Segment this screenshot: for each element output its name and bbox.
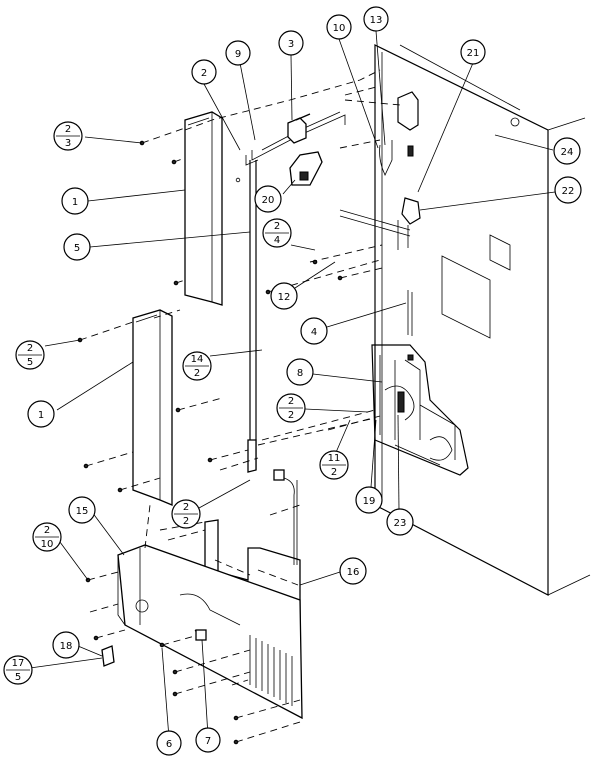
assembly-lines — [79, 69, 401, 743]
callout-14-2-top: 14 — [191, 354, 204, 365]
callout-4-label: 4 — [311, 327, 317, 338]
callout-16-label: 16 — [347, 567, 360, 578]
callout-13-label: 13 — [370, 15, 383, 26]
callout-21: 21 — [460, 39, 486, 65]
callout-2-5-bottom: 5 — [27, 357, 33, 368]
callout-6-label: 6 — [166, 739, 172, 750]
callout-8: 8 — [286, 358, 314, 386]
callout-2-10: 2 10 — [32, 522, 62, 552]
callout-8-label: 8 — [297, 368, 303, 379]
callout-2-2-upper-bottom: 2 — [288, 410, 294, 421]
callout-9: 9 — [225, 40, 251, 66]
callout-21-label: 21 — [467, 48, 480, 59]
callout-2-2-upper: 2 2 — [276, 393, 306, 423]
callout-1-lower: 1 — [27, 400, 55, 428]
callout-11-2: 11 2 — [319, 450, 349, 480]
callout-1-lower-label: 1 — [38, 410, 44, 421]
lower-side-panel — [132, 309, 173, 506]
upper-side-panel — [184, 111, 223, 306]
callout-10: 10 — [326, 14, 352, 40]
callout-22-label: 22 — [562, 186, 575, 197]
callout-2-4-top: 2 — [274, 221, 280, 232]
top-bracket-assembly — [235, 111, 346, 186]
callout-2-label: 2 — [201, 68, 207, 79]
callout-3: 3 — [278, 30, 304, 56]
leader-lines — [29, 30, 556, 739]
grille-slots — [249, 635, 293, 706]
callout-3-label: 3 — [288, 39, 294, 50]
callout-2-2-lower-bottom: 2 — [183, 516, 189, 527]
vertical-rail — [247, 160, 257, 473]
callout-1-upper: 1 — [61, 187, 89, 215]
callout-2-3: 2 3 — [53, 121, 83, 151]
callout-15: 15 — [68, 496, 96, 524]
callout-15-label: 15 — [76, 506, 89, 517]
callout-17-5-bottom: 5 — [15, 672, 21, 683]
callout-10-label: 10 — [333, 23, 346, 34]
callout-16: 16 — [339, 557, 367, 585]
compressor-compartment — [371, 344, 469, 476]
callout-17-5: 17 5 — [3, 655, 33, 685]
callout-4: 4 — [300, 317, 328, 345]
callout-12: 12 — [270, 282, 298, 310]
callout-2-2-lower-top: 2 — [183, 502, 189, 513]
callout-2-4-bottom: 4 — [274, 235, 280, 246]
callout-9-label: 9 — [235, 49, 241, 60]
callout-24: 24 — [553, 137, 581, 165]
kickplate-grille — [101, 544, 303, 720]
callout-6: 6 — [156, 730, 182, 756]
callout-13: 13 — [363, 6, 389, 32]
callout-2-3-bottom: 3 — [65, 138, 71, 149]
callout-1-upper-label: 1 — [72, 197, 78, 208]
callout-14-2-bottom: 2 — [194, 368, 200, 379]
callout-2-3-top: 2 — [65, 124, 71, 135]
callout-5-label: 5 — [74, 243, 80, 254]
callout-22: 22 — [554, 176, 582, 204]
callout-2: 2 — [191, 59, 217, 85]
callout-2-5-top: 2 — [27, 343, 33, 354]
callout-24-label: 24 — [561, 147, 574, 158]
callout-7: 7 — [195, 727, 221, 753]
wire-harness — [273, 469, 298, 565]
callout-23: 23 — [386, 508, 414, 536]
callout-2-10-bottom: 10 — [41, 539, 54, 550]
callout-17-5-top: 17 — [12, 658, 25, 669]
callout-20-label: 20 — [262, 195, 275, 206]
callout-18: 18 — [52, 631, 80, 659]
upper-switch-assembly — [339, 91, 421, 336]
callout-5: 5 — [63, 233, 91, 261]
callout-2-10-top: 2 — [44, 525, 50, 536]
callout-19-label: 19 — [363, 496, 376, 507]
callout-2-5: 2 5 — [15, 340, 45, 370]
callout-11-2-bottom: 2 — [331, 467, 337, 478]
callout-14-2: 14 2 — [182, 351, 212, 381]
callout-20: 20 — [254, 185, 282, 213]
callout-2-2-lower: 2 2 — [171, 499, 201, 529]
callout-11-2-top: 11 — [328, 453, 341, 464]
callout-2-4: 2 4 — [262, 218, 292, 248]
callout-2-2-upper-top: 2 — [288, 396, 294, 407]
cabinet-back-panel — [374, 44, 591, 596]
callout-12-label: 12 — [278, 292, 291, 303]
callout-19: 19 — [355, 486, 383, 514]
callout-23-label: 23 — [394, 518, 407, 529]
callout-18-label: 18 — [60, 641, 73, 652]
callout-7-label: 7 — [205, 736, 211, 747]
